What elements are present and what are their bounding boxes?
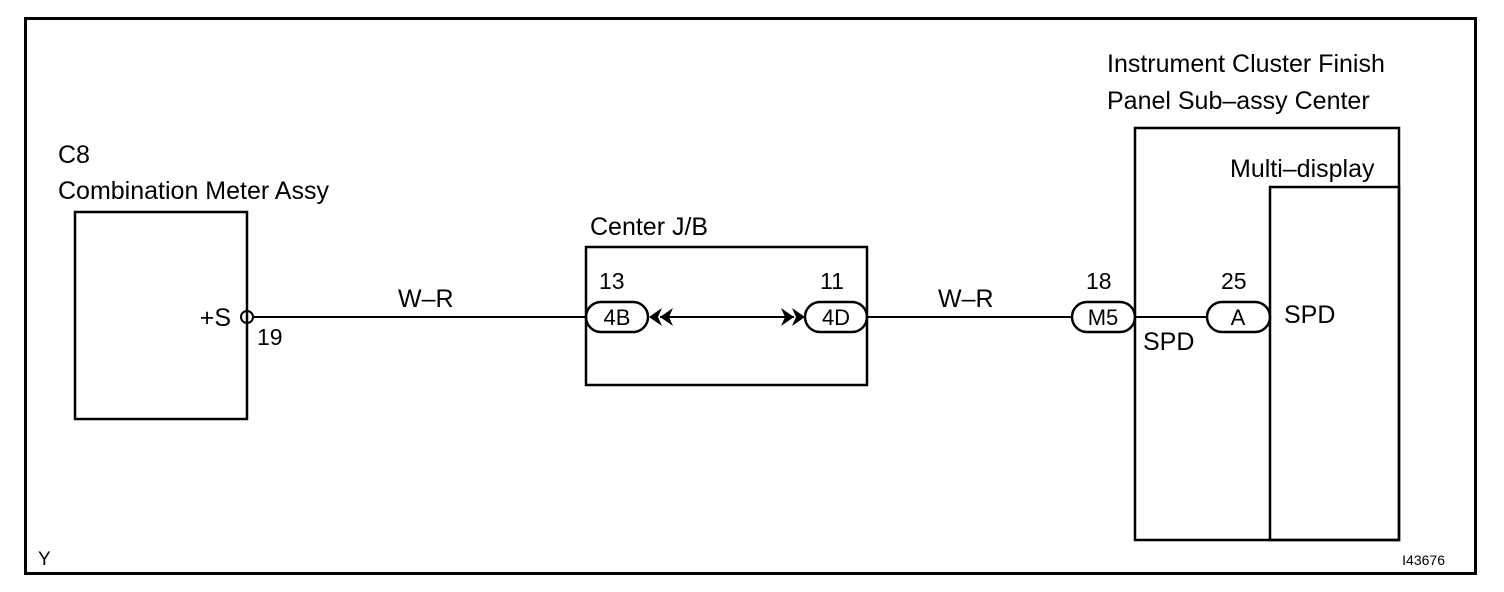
- jb-right-splice-marker: [781, 308, 805, 326]
- display-connector: [1205, 300, 1272, 334]
- corner-letter: Y: [38, 549, 51, 570]
- meter-terminal-label: +S: [200, 304, 231, 332]
- jb-left-connector-label: 4B: [604, 305, 631, 330]
- jb-right-connector-label: 4D: [822, 305, 850, 330]
- meter-code: C8: [58, 141, 90, 169]
- display-connector-pin-number: 25: [1221, 268, 1247, 294]
- jb-right-pin-number: 11: [820, 268, 844, 294]
- panel-connector-pin-number: 18: [1086, 268, 1112, 294]
- display-terminal-label: SPD: [1284, 301, 1335, 329]
- meter-name: Combination Meter Assy: [58, 177, 329, 205]
- panel-terminal-label: SPD: [1143, 328, 1194, 356]
- meter-pin-number: 19: [257, 324, 283, 350]
- figure-id: I43676: [1402, 552, 1445, 568]
- wire-left-color: W–R: [398, 285, 454, 313]
- jb-left-pin-number: 13: [599, 268, 625, 294]
- panel-name-line2: Panel Sub–assy Center: [1107, 87, 1370, 115]
- diagram-frame: [24, 17, 1477, 575]
- meter-box: [73, 210, 249, 421]
- wire-right-color: W–R: [938, 285, 994, 313]
- jb-left-connector: [584, 300, 650, 334]
- display-connector-label: A: [1231, 305, 1246, 330]
- panel-connector-label: M5: [1088, 305, 1119, 330]
- panel-name-line1: Instrument Cluster Finish: [1107, 50, 1385, 78]
- jb-name: Center J/B: [590, 213, 708, 241]
- jb-left-splice-marker: [649, 308, 673, 326]
- display-box: [1268, 185, 1401, 542]
- display-name: Multi–display: [1230, 155, 1375, 183]
